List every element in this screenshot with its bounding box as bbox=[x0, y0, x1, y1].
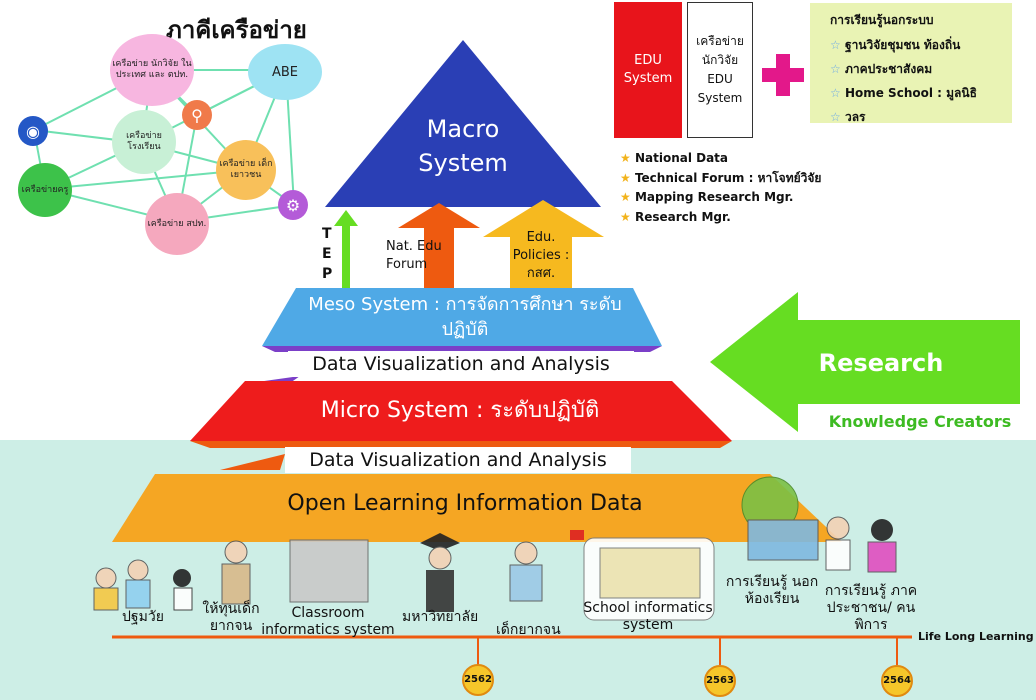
star-icon: ☆ bbox=[830, 86, 841, 100]
timeline-label: มหาวิทยาลัย bbox=[402, 609, 479, 625]
tep-label: TEP bbox=[322, 226, 337, 282]
nonformal-item: ☆ ภาคประชาสังคม bbox=[830, 62, 933, 76]
micro-label: Micro System : ระดับปฏิบัติ bbox=[320, 398, 600, 423]
nat-forum-label: Nat. Edu Forum bbox=[386, 239, 442, 272]
open-data-label: Open Learning Information Data bbox=[287, 491, 643, 516]
search-icon: ⚲ bbox=[182, 100, 212, 130]
research-label: Research bbox=[818, 349, 944, 377]
year-label: 2562 bbox=[464, 674, 492, 685]
nonformal-item: ☆ วลร bbox=[830, 110, 866, 124]
people-illustrations bbox=[93, 476, 897, 621]
timeline-label: การเรียนรู้ นอกห้องเรียน bbox=[725, 574, 819, 607]
share-icon: ⚙ bbox=[278, 190, 308, 220]
nonformal-box: การเรียนรู้นอกระบบ ☆ ฐานวิจัยชุมชน ท้องถ… bbox=[810, 3, 1012, 124]
knowledge-creators-label: Knowledge Creators bbox=[828, 412, 1012, 431]
network-node-school: เครือข่าย โรงเรียน bbox=[112, 110, 176, 174]
network-system-box: เครือข่าย นักวิจัย EDU System bbox=[687, 2, 753, 138]
edu-system-box: EDU System bbox=[614, 2, 682, 138]
year-label: 2564 bbox=[883, 675, 911, 686]
timeline-label: Classroom informatics system bbox=[261, 605, 395, 638]
network-title: ภาคีเครือข่าย bbox=[166, 16, 307, 44]
year-label: 2563 bbox=[706, 675, 734, 686]
life-long-learning-label: Life Long Learning bbox=[918, 630, 1034, 643]
timeline-label: ให้ทุนเด็ก ยากจน bbox=[202, 601, 260, 634]
nat-forum-arrow bbox=[398, 203, 480, 228]
star-icon: ☆ bbox=[830, 38, 841, 52]
timeline-label: ปฐมวัย bbox=[122, 609, 164, 625]
macro-list: ★ National Data ★ Technical Forum : หาโจ… bbox=[620, 149, 821, 227]
network-node-foreign: เครือข่าย นักวิจัย ในประเทศ และ ตปท. bbox=[110, 34, 194, 106]
star-icon: ★ bbox=[620, 190, 631, 204]
year-marker bbox=[704, 665, 736, 697]
nonformal-item: ☆ ฐานวิจัยชุมชน ท้องถิ่น bbox=[830, 38, 961, 52]
macro-triangle bbox=[325, 40, 601, 207]
edu-policies-arrow bbox=[483, 200, 604, 237]
timeline-label: School informatics system bbox=[583, 600, 713, 633]
dva-label-1: Data Visualization and Analysis bbox=[288, 351, 634, 377]
network-node-abe: ABE bbox=[248, 44, 322, 100]
research-arrow bbox=[710, 292, 1020, 432]
star-icon: ★ bbox=[620, 209, 631, 224]
year-marker bbox=[462, 664, 494, 696]
nonformal-item: ☆ Home School : มูลนิธิ bbox=[830, 86, 977, 100]
macro-list-item: ★ Technical Forum : หาโจทย์วิจัย bbox=[620, 170, 822, 185]
network-node-teacher: เครือข่ายครู bbox=[18, 163, 72, 217]
dva-label-2: Data Visualization and Analysis bbox=[285, 447, 631, 473]
rss-icon: ◉ bbox=[18, 116, 48, 146]
network-node-spt: เครือข่าย สปท. bbox=[145, 193, 209, 255]
open-data-layer bbox=[112, 474, 842, 542]
star-icon: ★ bbox=[620, 170, 631, 185]
meso-label: Meso System : การจัดการศึกษา ระดับปฏิบัต… bbox=[308, 294, 622, 340]
year-marker bbox=[881, 665, 913, 697]
micro-layer bbox=[190, 381, 732, 441]
star-icon: ★ bbox=[620, 151, 631, 165]
timeline-label: เด็กยากจน bbox=[496, 622, 561, 638]
meso-layer bbox=[262, 288, 662, 346]
nonformal-title: การเรียนรู้นอกระบบ bbox=[830, 13, 934, 27]
edu-policies-label: Edu. Policies : กสศ. bbox=[512, 230, 570, 281]
star-icon: ☆ bbox=[830, 62, 841, 76]
macro-list-item: ★ Mapping Research Mgr. bbox=[620, 190, 794, 204]
timeline-label: การเรียนรู้ ภาคประชาชน/ คนพิการ bbox=[824, 583, 918, 633]
network-node-youth: เครือข่าย เด็กเยาวชน bbox=[216, 140, 276, 200]
tep-arrow bbox=[334, 210, 358, 226]
plus-icon bbox=[762, 54, 804, 96]
macro-list-item: ★ National Data bbox=[620, 151, 729, 165]
macro-label: Macro System bbox=[418, 115, 508, 177]
star-icon: ☆ bbox=[830, 110, 841, 124]
macro-list-item: ★ Research Mgr. bbox=[620, 209, 731, 224]
